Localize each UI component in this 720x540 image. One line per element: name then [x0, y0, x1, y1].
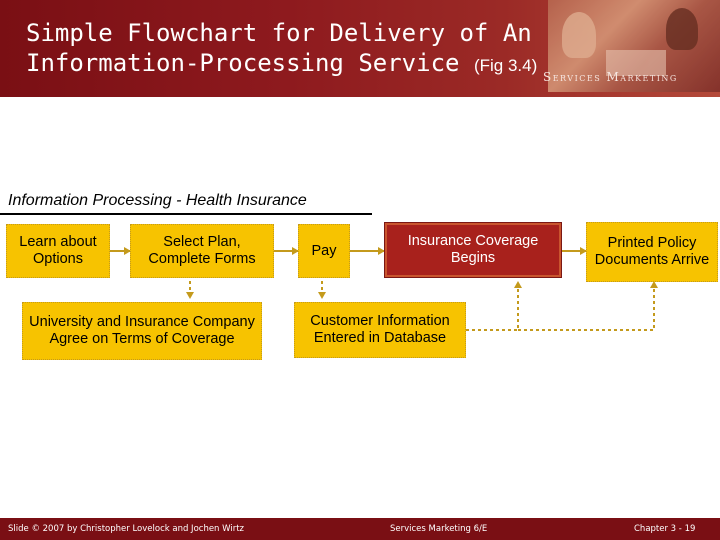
step-university-agree: University and Insurance Company Agree o… — [22, 302, 262, 360]
slide-footer: Slide © 2007 by Christopher Lovelock and… — [0, 518, 720, 540]
header-photo — [548, 0, 720, 92]
photo-desk — [606, 50, 666, 76]
step-pay-label: Pay — [311, 242, 337, 259]
connector-entered-to-printed — [518, 281, 658, 331]
step-printed-label: Printed Policy Documents Arrive — [594, 235, 710, 268]
step-customer-information: Customer Information Entered in Database — [294, 302, 466, 358]
step-entered-label: Customer Information Entered in Database — [310, 313, 450, 346]
book-brand: Services Marketing — [543, 70, 678, 84]
slide-header: Simple Flowchart for Delivery of An Info… — [0, 0, 720, 97]
title-line-2-text: Information-Processing Service — [26, 49, 460, 77]
connector-entered-to-coverage — [466, 281, 522, 331]
step-coverage-label: Insurance Coverage Begins — [407, 233, 539, 266]
step-learn-label: Learn about Options — [19, 234, 97, 267]
step-printed-policy: Printed Policy Documents Arrive — [586, 222, 718, 282]
step-insurance-coverage-begins: Insurance Coverage Begins — [384, 222, 562, 278]
footer-book-title: Services Marketing 6/E — [390, 524, 488, 534]
slide-title: Simple Flowchart for Delivery of An Info… — [26, 18, 537, 81]
step-select-plan: Select Plan, Complete Forms — [130, 224, 274, 278]
subtitle-underline — [0, 213, 372, 215]
diagram-subtitle: Information Processing - Health Insuranc… — [8, 192, 307, 209]
footer-page-number: Chapter 3 - 19 — [634, 524, 696, 534]
figure-reference: (Fig 3.4) — [473, 56, 538, 75]
step-learn-about-options: Learn about Options — [6, 224, 110, 278]
footer-copyright: Slide © 2007 by Christopher Lovelock and… — [8, 524, 245, 534]
photo-person-right — [666, 8, 698, 50]
photo-person-left — [562, 12, 596, 58]
title-line-2: Information-Processing Service (Fig 3.4) — [26, 48, 537, 81]
step-agree-label: University and Insurance Company Agree o… — [29, 314, 255, 347]
step-select-label: Select Plan, Complete Forms — [148, 234, 256, 267]
step-pay: Pay — [298, 224, 350, 278]
title-line-1: Simple Flowchart for Delivery of An — [26, 19, 532, 47]
